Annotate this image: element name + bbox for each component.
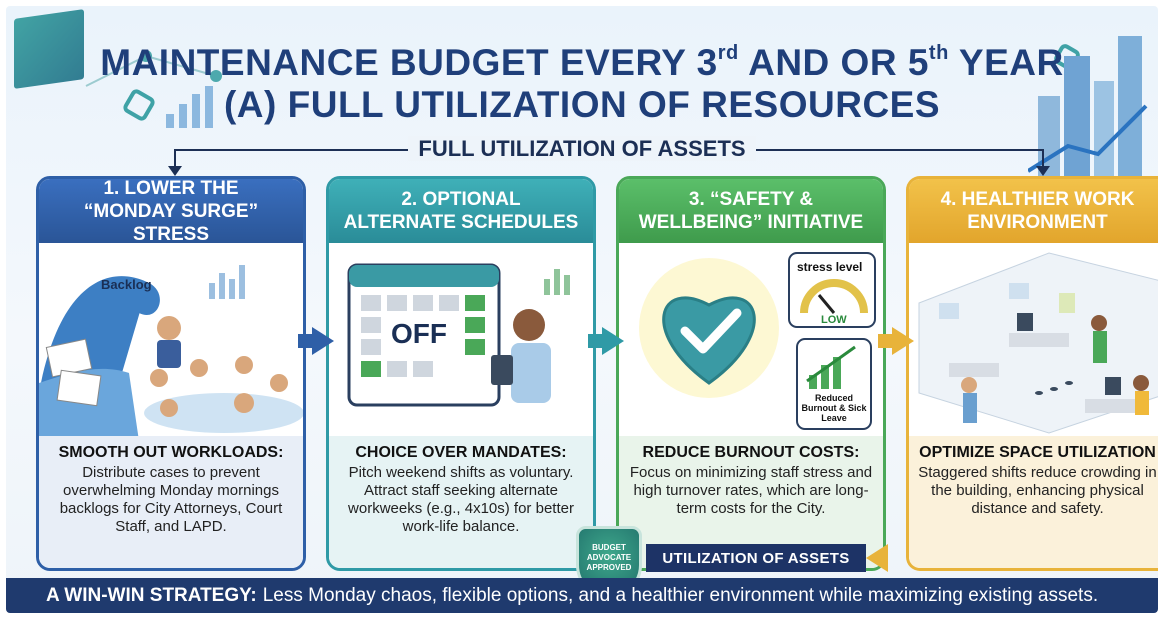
assets-connector-left	[174, 149, 176, 169]
city-skyline-decoration	[1028, 36, 1148, 176]
arrow-right-icon	[602, 327, 624, 355]
card-illustration: OFF	[329, 243, 593, 441]
arrow-right-icon	[312, 327, 334, 355]
card-illustration: Backlog	[39, 243, 303, 441]
assets-header: FULL UTILIZATION OF ASSETS	[6, 136, 1158, 162]
assets-connector-right	[1042, 149, 1044, 169]
off-label: OFF	[391, 318, 447, 349]
footer-banner: A WIN-WIN STRATEGY: Less Monday chaos, f…	[6, 578, 1158, 613]
card-text-heading: REDUCE BURNOUT COSTS:	[642, 444, 860, 461]
infographic-canvas: MAINTENANCE BUDGET EVERY 3rd AND OR 5th …	[6, 6, 1158, 613]
card-safety-wellbeing: 3. “SAFETY &WELLBEING” INITIATIVE stress…	[616, 176, 886, 571]
card-text-body: Focus on minimizing staff stress and hig…	[629, 464, 873, 517]
card-header: 1. LOWER THE“MONDAY SURGE” STRESS	[39, 179, 303, 245]
card-text-block: CHOICE OVER MANDATES: Pitch weekend shif…	[329, 436, 593, 568]
utilization-bar: UTILIZATION OF ASSETS	[646, 544, 866, 572]
card-text-heading: SMOOTH OUT WORKLOADS:	[58, 444, 284, 461]
backlog-label: Backlog	[101, 277, 152, 292]
low-label: LOW	[821, 314, 847, 326]
stress-level-label: stress level	[797, 260, 862, 274]
arrow-right-icon	[892, 327, 914, 355]
page-title-line-2: (A) FULL UTILIZATION OF RESOURCES	[223, 84, 941, 125]
flow-arrow-stem	[298, 334, 314, 348]
card-text-body: Distribute cases to prevent overwhelming…	[59, 464, 283, 535]
reduced-burnout-label: Reduced Burnout & Sick Leave	[801, 393, 867, 423]
arrow-down-icon	[1036, 166, 1050, 176]
card-text-heading: CHOICE OVER MANDATES:	[355, 444, 567, 461]
card-text-body: Staggered shifts reduce crowding in the …	[918, 464, 1157, 517]
arrow-down-icon	[168, 166, 182, 176]
card-illustration	[909, 243, 1158, 441]
page-title-line-1: MAINTENANCE BUDGET EVERY 3rd AND OR 5th …	[100, 42, 1064, 83]
footer-text: Less Monday chaos, flexible options, and…	[262, 584, 1099, 606]
bar-chart-decoration	[166, 86, 213, 128]
office-illustration	[918, 252, 1158, 434]
card-text-block: OPTIMIZE SPACE UTILIZATION Staggered shi…	[909, 436, 1158, 568]
calendar-illustration: OFF	[347, 263, 570, 407]
backlog-wave-illustration: Backlog	[39, 265, 303, 441]
heart-check-illustration: stress level LOW Reduced Burnout & Sick …	[639, 252, 876, 430]
card-text-body: Pitch weekend shifts as voluntary. Attra…	[348, 464, 574, 535]
flow-arrow-stem	[588, 334, 604, 348]
card-text-block: SMOOTH OUT WORKLOADS: Distribute cases t…	[39, 436, 303, 568]
arrow-left-icon	[866, 544, 888, 572]
card-monday-surge: 1. LOWER THE“MONDAY SURGE” STRESS Backlo…	[36, 176, 306, 571]
card-illustration: stress level LOW Reduced Burnout & Sick …	[619, 243, 883, 441]
card-header: 3. “SAFETY &WELLBEING” INITIATIVE	[619, 179, 883, 243]
card-text-heading: OPTIMIZE SPACE UTILIZATION	[919, 444, 1156, 461]
footer-lead: A WIN-WIN STRATEGY:	[46, 584, 257, 606]
network-decoration	[85, 50, 222, 87]
flow-arrow-stem	[878, 334, 894, 348]
